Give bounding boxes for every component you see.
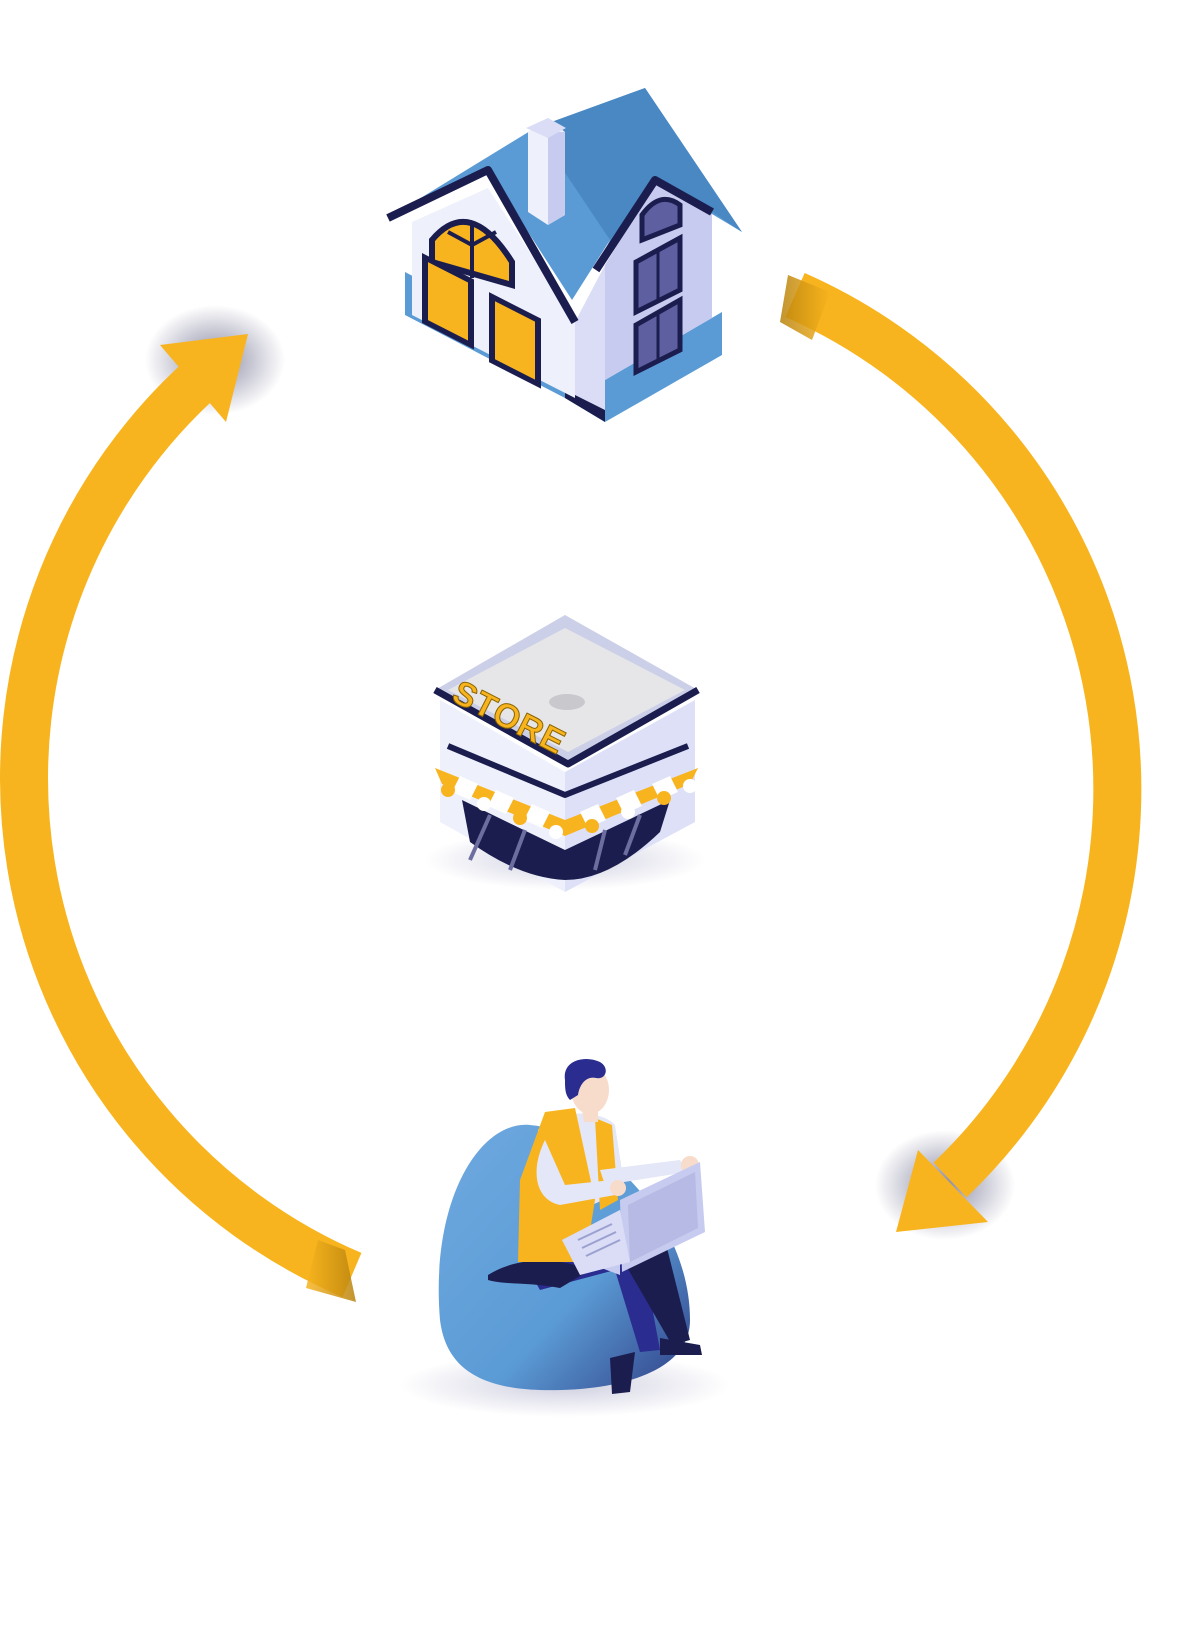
store-awning	[435, 768, 698, 839]
right-cycle-arrow	[780, 273, 1142, 1232]
left-cycle-arrow	[0, 334, 362, 1302]
store-icon: STORE	[425, 615, 705, 892]
right-arc-body	[785, 273, 1142, 1198]
right-arrowhead	[896, 1150, 988, 1232]
window-left-1	[422, 253, 474, 350]
laptop-icon	[562, 1162, 705, 1275]
hair	[564, 1059, 606, 1100]
left-arrowhead	[160, 334, 248, 422]
window-left-2	[489, 292, 541, 389]
arm	[536, 1140, 615, 1205]
shoe-right	[660, 1338, 702, 1355]
right-arc-tail-fade	[780, 275, 830, 340]
arched-window-right	[639, 196, 683, 244]
left-arc-body	[0, 357, 362, 1298]
shoe-left	[610, 1352, 635, 1394]
left-arc-tail-fade	[306, 1240, 356, 1302]
person-with-laptop-icon	[400, 1059, 730, 1417]
house-icon	[386, 88, 742, 422]
